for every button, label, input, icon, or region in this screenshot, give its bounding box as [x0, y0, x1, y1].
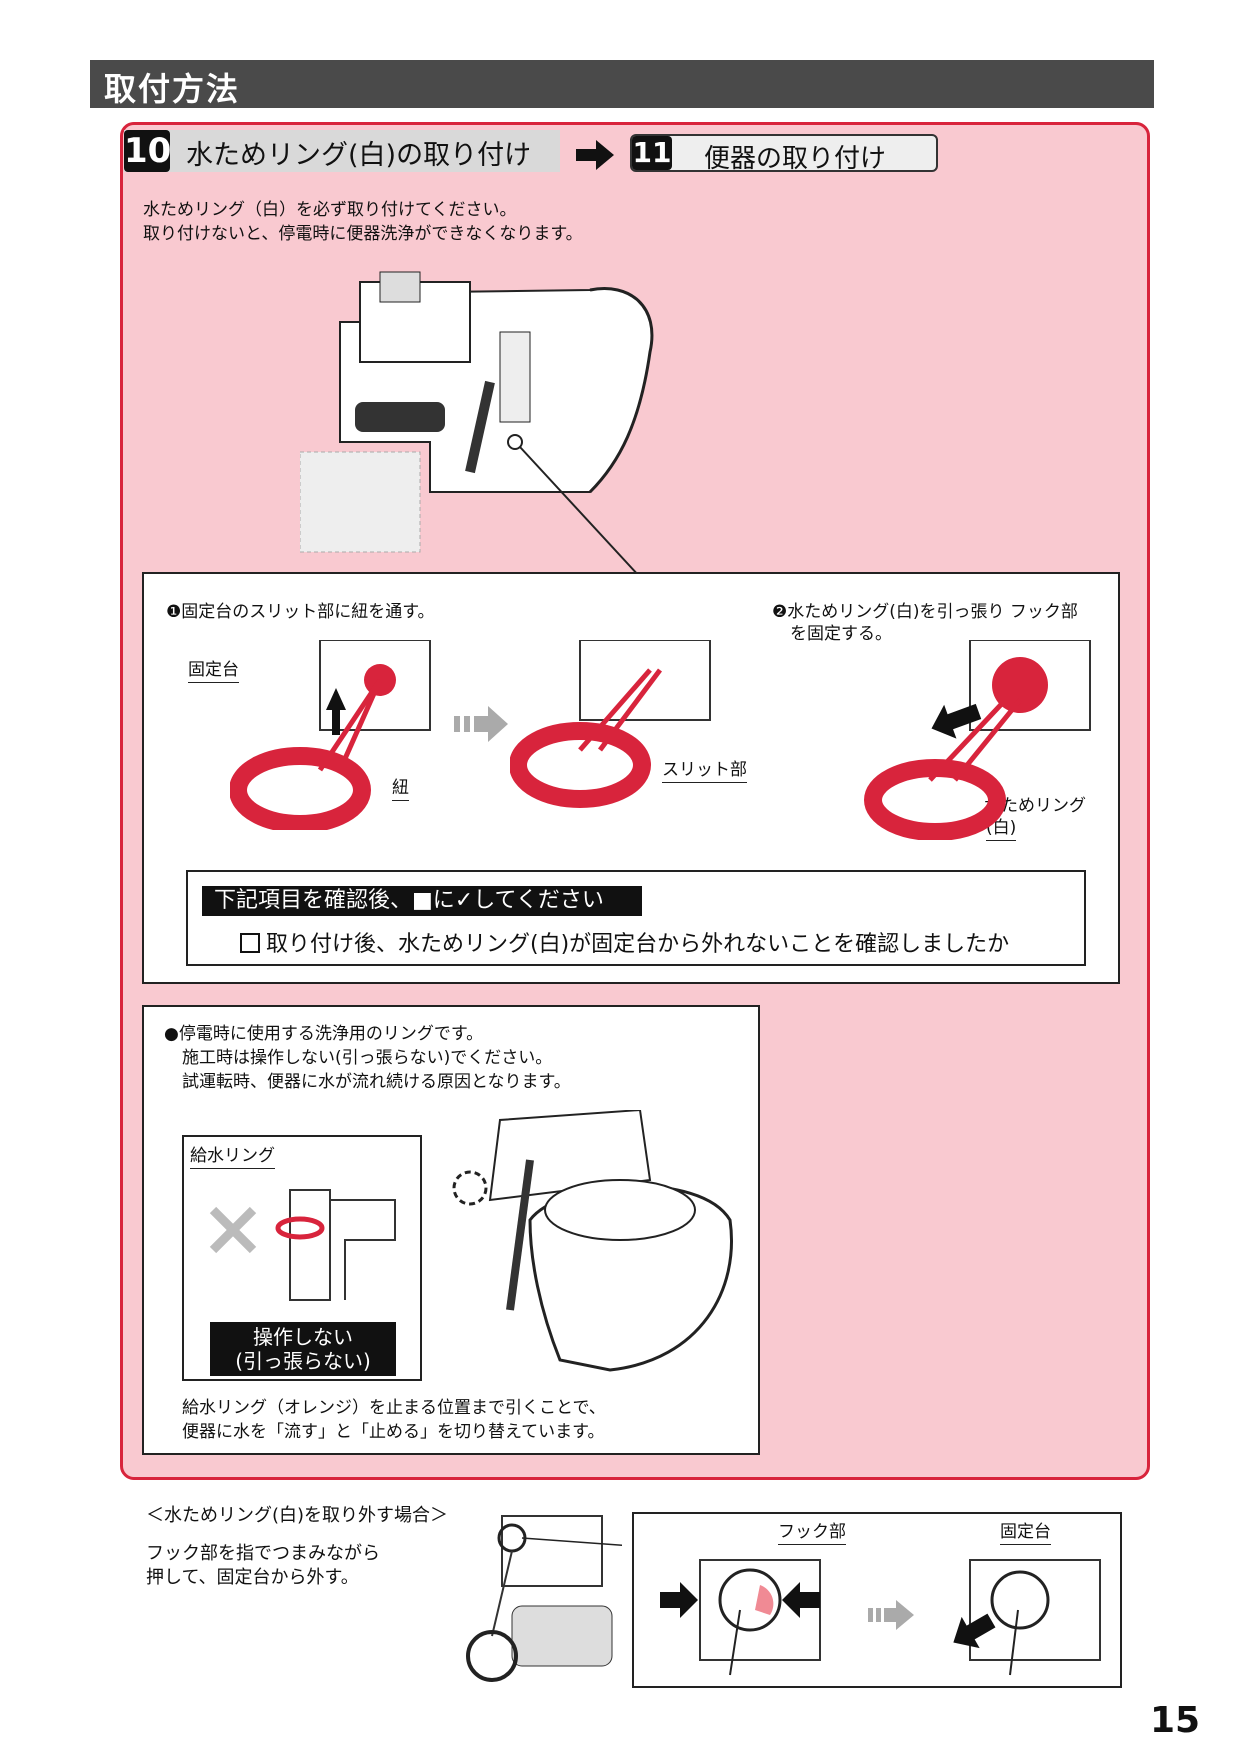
- removal-line-1: フック部を指でつまみながら: [146, 1543, 380, 1564]
- label-slit: スリット部: [662, 758, 747, 783]
- procedure-step-2-line-1: ❷水ためリング(白)を引っ張り フック部: [772, 602, 1078, 622]
- procedure-image-2: [510, 640, 711, 808]
- label-string: 紐: [392, 776, 409, 801]
- page-title: 取付方法: [104, 70, 241, 108]
- intro-line-2: 取り付けないと、停電時に便器洗浄ができなくなります。: [143, 224, 583, 244]
- caution-note-line-2: 便器に水を「流す」と「止める」を切り替えています。: [182, 1422, 605, 1442]
- removal-overview-illustration: [466, 1515, 622, 1682]
- do-not-operate-line-2: (引っ張らない): [235, 1349, 371, 1373]
- removal-label-base: 固定台: [1000, 1520, 1051, 1545]
- caution-line-1: ●停電時に使用する洗浄用のリングです。: [164, 1024, 484, 1044]
- removal-step-2-illustration: [953, 1559, 1101, 1676]
- caution-line-2: 施工時は操作しない(引っ張らない)でください。: [182, 1048, 553, 1068]
- removal-line-2: 押して、固定台から外す。: [146, 1567, 359, 1588]
- removal-next-arrow-icon: [868, 1600, 914, 1630]
- procedure-image-3: [864, 640, 1091, 840]
- step-number-current: 10: [124, 130, 172, 172]
- checklist-item-text: 取り付け後、水ためリング(白)が固定台から外れないことを確認しましたか: [266, 932, 1010, 957]
- procedure-step-1: ❶固定台のスリット部に紐を通す。: [166, 602, 435, 622]
- step-title-current: 水ためリング(白)の取り付け: [186, 140, 532, 171]
- checklist-header: 下記項目を確認後、■に✓してください: [202, 886, 642, 916]
- page-header: 取付方法: [90, 60, 1154, 108]
- step-10-tab: 10 水ためリング(白)の取り付け: [124, 130, 560, 172]
- removal-title: ＜水ためリング(白)を取り外す場合＞: [146, 1505, 449, 1526]
- toilet-tank-illustration: [300, 271, 654, 578]
- checklist-item: 取り付け後、水ためリング(白)が固定台から外れないことを確認しましたか: [240, 926, 1009, 958]
- arrow-right-icon: [576, 140, 614, 170]
- step-11-tab: 11 便器の取り付け: [630, 134, 938, 174]
- step-title-next: 便器の取り付け: [704, 144, 887, 174]
- label-base: 固定台: [188, 658, 239, 683]
- removal-step-1-illustration: [660, 1559, 821, 1676]
- do-not-operate-line-1: 操作しない: [253, 1325, 353, 1349]
- page-number: 15: [1150, 1700, 1201, 1741]
- removal-label-hook: フック部: [778, 1520, 846, 1545]
- procedure-step-2-line-2: を固定する。: [790, 624, 892, 644]
- step-number-next: 11: [632, 136, 672, 170]
- toilet-supply-ring-illustration: [452, 1110, 733, 1372]
- intro-line-1: 水ためリング（白）を必ず取り付けてください。: [143, 200, 517, 220]
- supply-ring-label: 給水リング: [190, 1144, 275, 1169]
- caution-note-line-1: 給水リング（オレンジ）を止まる位置まで引くことで、: [182, 1398, 606, 1418]
- supply-ring-illustration: [209, 1189, 396, 1301]
- checkbox[interactable]: [240, 933, 260, 953]
- caution-line-3: 試運転時、便器に水が流れ続ける原因となります。: [182, 1072, 571, 1092]
- procedure-image-1: [230, 640, 431, 830]
- next-arrow-icon: [454, 706, 508, 742]
- label-ring-line-1: 水ためリング: [984, 796, 1086, 816]
- checklist-box: 下記項目を確認後、■に✓してください 取り付け後、水ためリング(白)が固定台から…: [186, 870, 1086, 966]
- do-not-operate-label: 操作しない (引っ張らない): [210, 1322, 396, 1376]
